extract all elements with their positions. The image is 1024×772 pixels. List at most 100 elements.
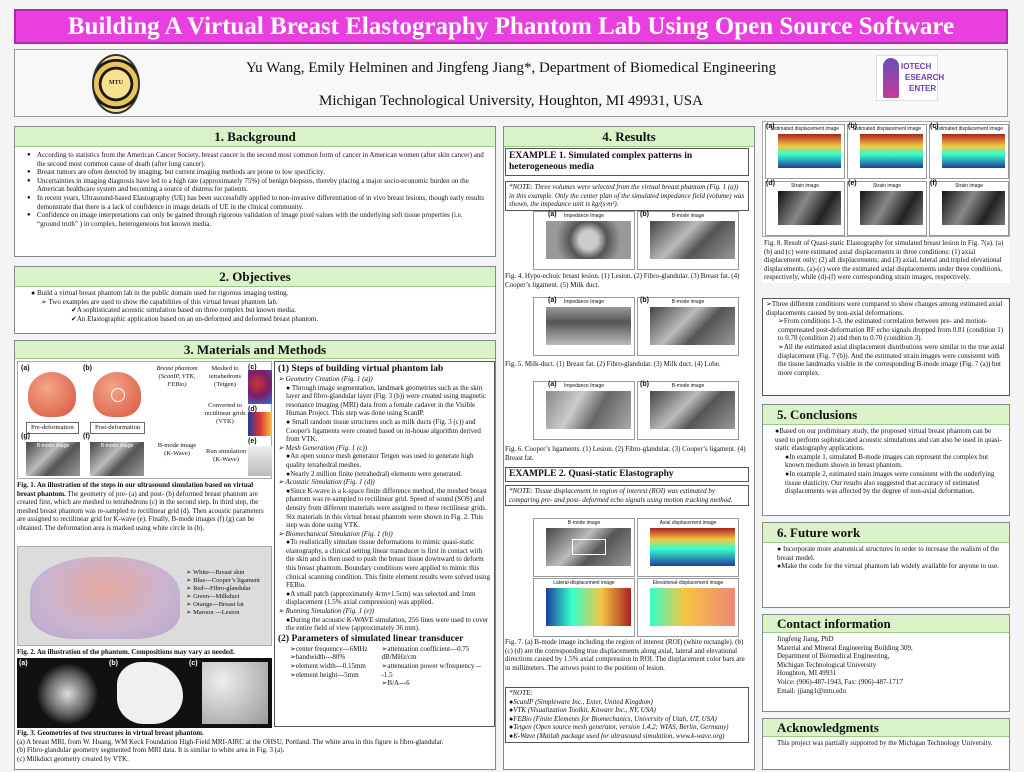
future-item: ●Make the code for the virtual phantom l… [777,562,999,571]
fig7-elevational-plot: Elevational-displacement image [637,578,739,637]
step-detail: ● Through image segmentation, landmark g… [286,383,486,418]
tetra-mesh-image [248,370,272,404]
pre-deformation-phantom [28,372,76,417]
brc-logo-mark [883,58,899,98]
conclusion-item: ●Based on our preliminary study, the pro… [775,427,1002,453]
breast-mri-image [35,664,100,724]
figure-2-phantom-illustration: ➢ White---Breast skin ➢ Blue---Cooper’s … [17,546,272,646]
acknowledgments-section: Acknowledgments This project was partial… [762,718,1010,770]
authors: Yu Wang, Emily Helminen and Jingfeng Jia… [245,60,777,76]
fig4-bmode-plot: B-mode image [637,211,739,270]
background-section: 1. Background According to statistics fr… [14,126,496,257]
fig6-bmode-plot: B-mode image [637,381,739,440]
figure-8-discussion: ➢Three different conditions were compare… [762,298,1010,396]
bmode-image-f: B-mode image [90,442,144,476]
example-2-box: EXAMPLE 2. Quasi-static Elastography [505,467,749,482]
figure-7-caption: Fig. 7. (a) B-mode image including the r… [505,638,745,672]
legend-item: ➢ Red---Fibro-glandular [186,585,251,592]
affiliation: Michigan Technological University, Hough… [319,93,703,109]
future-work-section: 6. Future work ● Incorporate more anatom… [762,522,1010,608]
step-detail: ●During the acoustic K-WAVE simulation, … [286,615,489,633]
background-list: According to statistics from the America… [15,147,495,228]
phantom-3d-render [30,557,180,639]
background-item: According to statistics from the America… [25,151,487,168]
future-work-heading: 6. Future work [763,523,1009,543]
conclusion-item: ●In example 1, simulated B-mode images c… [785,452,989,470]
acknowledgments-heading: Acknowledgments [763,719,1009,737]
phantom-legend: ➢ White---Breast skin ➢ Blue---Cooper’s … [186,569,260,617]
background-heading: 1. Background [15,127,495,147]
post-deformation-label: Post-deformation [90,422,146,434]
methods-heading: 3. Materials and Methods [15,341,495,359]
discussion-item: ➢All the estimated axial displacement di… [778,342,1005,377]
step-detail: ●Since K-wave is a k-space finite differ… [286,486,487,530]
poster-title: Building A Virtual Breast Elastography P… [67,12,955,40]
legend-item: ➢ Blue---Cooper’s ligament [186,577,260,584]
step-detail: ●An open source mesh generator Tetgen wa… [286,452,474,469]
conclusions-heading: 5. Conclusions [763,405,1009,425]
author-header: Yu Wang, Emily Helminen and Jingfeng Jia… [14,49,1008,117]
fig4-impedance-plot: Impedance Image [533,211,635,270]
step-detail: ●Nearly 2 million finite (tetrahedral) e… [286,469,463,478]
software-note-item: ●ScanIP (Simpleware Inc., Exter, United … [509,697,653,706]
objective-line: ➢ Two examples are used to show the capa… [41,297,278,306]
example-1-heading: EXAMPLE 1. Simulated complex patterns in… [509,151,693,172]
discussion-item: ➢From conditions 1-3, the estimated corr… [778,317,1004,343]
figure-8-caption: Fig. 8. Result of Quasi-static Elastogra… [762,238,1010,283]
converted-step: Converted to rectilinear grids (VTK) [204,402,246,425]
objective-line: ● Build a virtual breast phantom lab in … [31,289,289,297]
legend-item: ➢ Maroon ---Lesion [186,609,240,616]
university-seal-logo: MTU [92,54,140,114]
legend-item: ➢ Green---Milkduct [186,593,240,600]
background-item: Uncertainties in imaging diagnosis have … [25,177,487,194]
future-item: ● Incorporate more anatomical structures… [777,545,999,562]
steps-heading: (1) Steps of building virtual phantom la… [278,364,444,374]
step-mesh: ➢ Mesh Generation (Fig. 1 (c)) [278,443,368,452]
example-1-box: EXAMPLE 1. Simulated complex patterns in… [505,148,749,176]
conclusions-section: 5. Conclusions ●Based on our preliminary… [762,404,1010,516]
milkduct-geometry-image [202,662,268,724]
step-detail: ●A small patch (approximately 4cm×1.5cm)… [286,589,476,607]
background-item: Confidence on image interpretations can … [25,211,487,228]
contact-section: Contact information Jingfeng Jiang, PhD … [762,614,1010,712]
figure-3-images: (a) (b) (c) [17,658,272,728]
step-biomechanical: ➢ Biomechanical Simulation (Fig. 1 (b)) [278,529,393,538]
example-1-note: *NOTE: Three volumes were selected from … [505,181,749,211]
biotech-research-center-logo: IOTECH ESEARCH ENTER [876,55,944,101]
kwave-simulation-image [248,446,272,476]
run-simulation-step: Run simulation (K-Wave) [206,448,246,463]
step-acoustic: ➢ Acoustic Simulation (Fig. 1 (d)) [278,478,375,487]
bmode-step: B-mode image (K-Wave) [157,442,197,457]
fig5-impedance-plot: Impedance Image [533,297,635,356]
fig5-bmode-plot: B-mode image [637,297,739,356]
example-2-heading: EXAMPLE 2. Quasi-static Elastography [509,469,674,479]
objectives-section: 2. Objectives ● Build a virtual breast p… [14,266,496,334]
figure-4-caption: Fig. 4. Hypo-echoic breast lesion. (1) L… [505,272,740,289]
background-item: Breast tumors are often detected by imag… [25,168,487,177]
software-note-item: ●VTK (Visualization Toolkit, Kitware Inc… [509,706,656,715]
objective-line: ✔A sophisticated acoustic simulation bas… [71,306,296,315]
step-detail: ● Small random tissue structures such as… [286,417,481,444]
figure-2-caption: Fig. 2. An illustration of the phantom. … [17,648,235,656]
results-heading: 4. Results [504,127,754,147]
figure-1-diagram: (a) (b) Pre-deformation Post-deformation… [17,361,272,479]
fig6-impedance-plot: Impedance Image [533,381,635,440]
software-note-item: ●Tetgen (Open source mesh generator, ver… [509,723,729,732]
discussion-item: ➢Three different conditions were compare… [766,300,1003,317]
step-geometry: ➢ Geometry Creation (Fig. 1 (a)) [278,375,373,383]
contact-heading: Contact information [763,615,1009,633]
breast-phantom-step: Breast phantom (ScanIP, VTK, FEBio) [156,365,198,388]
fibro-glandular-geometry-image [117,662,183,724]
acknowledgments-text: This project was partially supported by … [777,739,993,747]
figure-3-caption: Fig. 3. Geometries of two structures in … [17,729,444,763]
example-2-note: *NOTE: Tissue displacement in region of … [505,485,749,507]
step-detail: ●To realistically simulate tissue deform… [286,538,490,590]
fig7-axial-plot: Axial displacement image [637,518,739,577]
objectives-heading: 2. Objectives [15,267,495,287]
software-notes: *NOTE: ●ScanIP (Simpleware Inc., Exter, … [505,687,749,743]
legend-item: ➢ Orange---Breast fat [186,601,244,608]
conclusion-item: ●In example 2, estimated stain images we… [785,469,995,496]
figure-6-caption: Fig. 6. Cooper’s ligaments. (1) Lesion. … [505,445,746,462]
software-note-item: ●FEBio (Finite Elements for Biomechanics… [509,714,717,723]
params-heading: (2) Parameters of simulated linear trans… [278,633,464,644]
